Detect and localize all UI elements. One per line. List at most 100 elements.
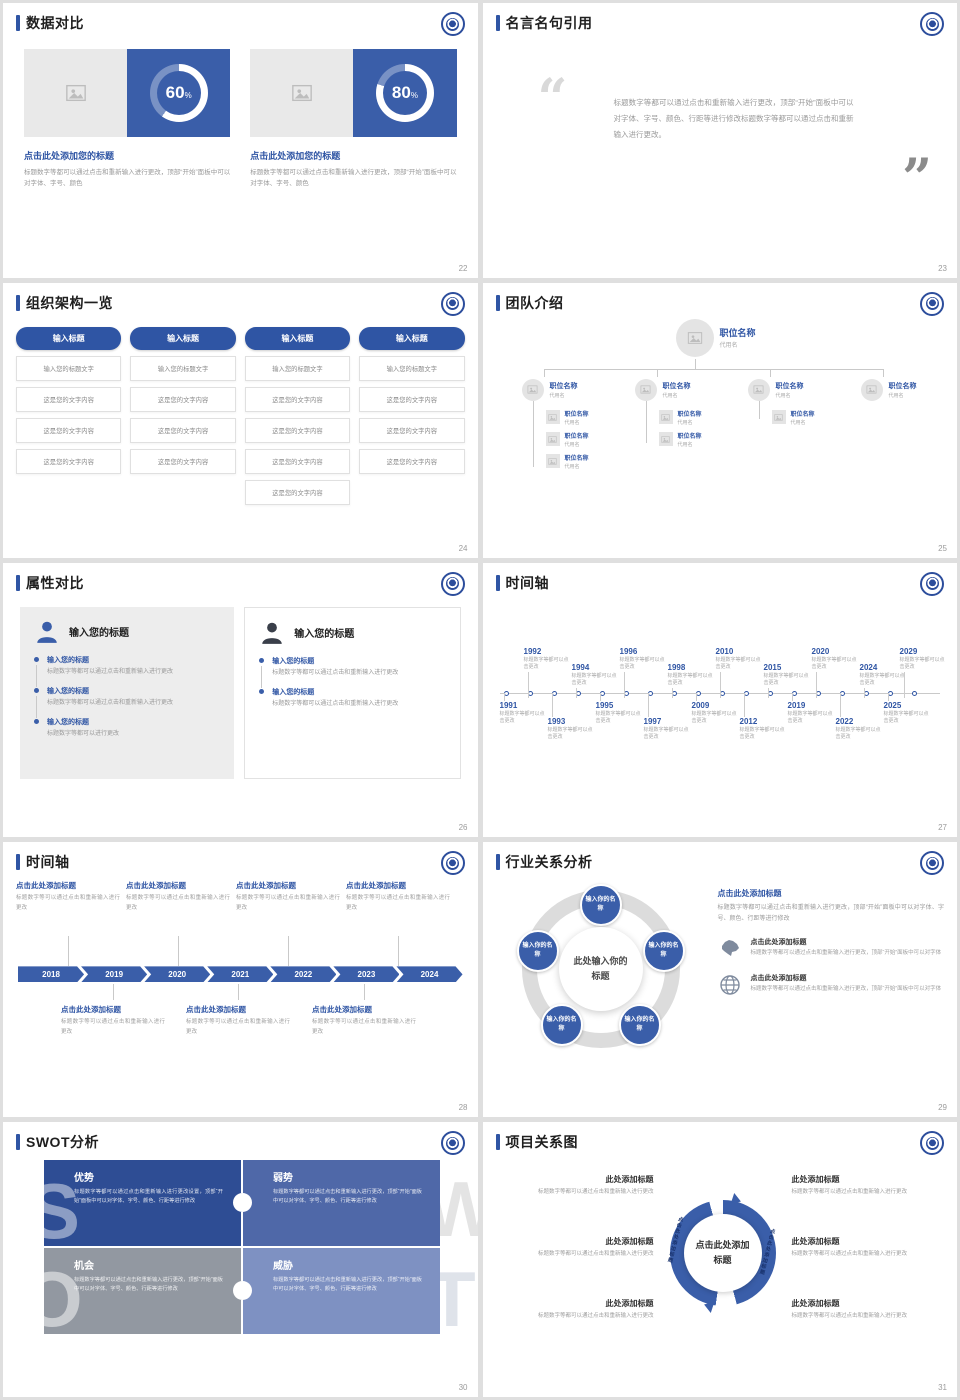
column-header: 输入标题 (359, 326, 465, 350)
item-body: 标题数字等都可以通过点击和重新输入进行更改，顶部“开始”面板中可以对字体 (750, 949, 942, 956)
relation-text-column: 点击此处添加标题 标题数字等都可以通过点击和重新输入进行更改，顶部“开始”面板中… (717, 880, 945, 1072)
slide-title: 名言名句引用 (505, 15, 593, 31)
org-columns: 输入标题 输入您的标题文字 这是您的文字内容 这是您的文字内容 这是您的文字内容… (16, 326, 465, 505)
item-title: 输入您的标题 (272, 657, 315, 665)
org-node: 职位名称代用名 (747, 378, 804, 401)
logo-badge (920, 12, 944, 36)
person-icon (34, 619, 60, 645)
card-body: 标题数字等都可以通过点击和重新输入进行更改，顶部“开始”面板中可以对字体、字号、… (24, 169, 231, 188)
card-heading: 点击此处添加您的标题 (250, 151, 341, 161)
open-quote-icon: “ (537, 68, 568, 129)
node-label: 职位名称代用名 (662, 382, 691, 399)
image-icon (866, 384, 877, 395)
year-segment: 2018 (18, 966, 84, 982)
image-icon (687, 330, 703, 346)
slide-29[interactable]: 行业关系分析 输入你的名称 输入你的名称 输入你的名称 输入你的名称 输入你的名… (482, 842, 957, 1118)
gear-petal: 输入你的名称 (516, 930, 559, 973)
item-body: 标题数字等都可以通过点击和重新输入进行更改，顶部“开始”面板中可以对字体 (750, 985, 942, 992)
donut-chart: 80% (375, 64, 434, 122)
slide-23[interactable]: 名言名句引用 “ 标题数字等都可以通过点击和重新输入进行更改，顶部“开始”面板中… (482, 3, 957, 278)
timeline-item: 输入您的标题 标题数字等都可以通过点击和重新输入进行更改 (259, 687, 445, 709)
timeline-item: 输入您的标题 标题数字等都可以进行更改 (34, 717, 220, 739)
slide-31[interactable]: 项目关系图 此处添加标题标题数字等都可以通过点击和重新输入进行更改 此处添加标题… (482, 1122, 957, 1397)
slide-header: 名言名句引用 (495, 13, 945, 33)
slide-28[interactable]: 时间轴 点击此处添加标题标题数字等可以通过点击和重新输入进行更改 点击此处添加标… (3, 842, 478, 1118)
org-column: 输入标题 输入您的标题文字 这是您的文字内容 这是您的文字内容 这是您的文字内容 (359, 326, 465, 505)
org-sub-node: 职位名称代用名 (545, 409, 589, 426)
year-segment: 2024 (396, 966, 462, 982)
image-placeholder (250, 49, 354, 137)
year-segment: 2020 (144, 966, 210, 982)
item-title: 输入您的标题 (47, 687, 89, 695)
piece-body: 标题数字等都可以通过点击和重新输入进行更改设置，顶部“开始”面板中可以对字体、字… (74, 1189, 223, 1204)
timeline-dot (911, 690, 917, 696)
slide-26[interactable]: 属性对比 输入您的标题 输入您的标题 标题数字等都可以通过点击和重新输入进行更改… (3, 562, 478, 838)
section-heading: 点击此处添加标题 (717, 889, 782, 899)
donut-value: 80% (391, 83, 418, 102)
data-cards: 60% 点击此处添加您的标题 标题数字等都可以通过点击和重新输入进行更改，顶部“… (24, 49, 457, 189)
slide-22[interactable]: 数据对比 60% 点击此处添加您的标题 标题数字等都可以通过点击和重新输入进行更… (3, 3, 478, 278)
org-node-root: 职位名称代用名 (675, 318, 756, 357)
logo-emblem (925, 17, 939, 31)
donut-chart: 60% (149, 64, 208, 122)
page-number: 26 (458, 823, 468, 833)
image-icon (548, 457, 557, 466)
icon-item: 点击此处添加标题 标题数字等都可以通过点击和重新输入进行更改，顶部“开始”面板中… (718, 937, 945, 961)
item-body: 标题数字等都可以通过点击和重新输入进行更改 (272, 669, 399, 676)
org-sub-node: 职位名称代用名 (658, 409, 702, 426)
image-icon (661, 413, 670, 422)
logo-badge (440, 851, 465, 876)
content-box: 这是您的文字内容 (359, 448, 465, 474)
node-label: 职位名称代用名 (775, 382, 804, 399)
panel-title: 输入您的标题 (69, 628, 129, 640)
relation-item: 此处添加标题标题数字等都可以通过点击和重新输入进行更改 (791, 1299, 908, 1320)
slide-30[interactable]: SWOT分析 W T 优势 标题数字等都可以通过点击和重新输入进行更改设置，顶部… (3, 1122, 478, 1397)
image-icon (548, 435, 557, 444)
avatar (771, 410, 786, 425)
title-box: 输入您的标题文字 (16, 355, 122, 381)
org-sub-node: 职位名称代用名 (771, 409, 815, 426)
circular-arrows: 点击此处添加标题 (669, 1193, 776, 1314)
item-title: 输入您的标题 (272, 688, 315, 696)
org-column: 输入标题 输入您的标题文字 这是您的文字内容 这是您的文字内容 这是您的文字内容… (244, 326, 351, 505)
image-icon (774, 413, 783, 422)
logo-emblem (446, 17, 459, 31)
content-box: 这是您的文字内容 (130, 417, 236, 443)
item-title: 输入您的标题 (47, 656, 89, 664)
slide-header: 时间轴 (495, 573, 945, 593)
content-box: 这是您的文字内容 (244, 417, 351, 443)
piece-body: 标题数字等都可以通过点击和重新输入进行更改，顶部“开始”面板中可以对字体、字号、… (273, 1277, 422, 1292)
panel-header: 输入您的标题 (259, 620, 445, 646)
arrowhead-icon (730, 1193, 748, 1210)
avatar (521, 378, 544, 401)
piece-body: 标题数字等都可以通过点击和重新输入进行更改，顶部“开始”面板中可以对字体、字号、… (273, 1189, 422, 1204)
timeline-block: 点击此处添加标题标题数字等可以通过点击和重新输入进行更改 (126, 881, 230, 911)
node-label: 职位名称代用名 (564, 455, 589, 470)
node-label: 职位名称代用名 (677, 433, 702, 448)
timeline-block: 点击此处添加标题标题数字等可以通过点击和重新输入进行更改 (236, 881, 340, 911)
logo-badge (440, 12, 465, 36)
piece-body: 标题数字等都可以通过点击和重新输入进行更改，顶部“开始”面板中可以对字体、字号、… (74, 1277, 223, 1292)
item-body: 标题数字等都可以进行更改 (47, 730, 120, 737)
title-accent-bar (495, 294, 500, 311)
column-header: 输入标题 (130, 326, 236, 350)
slide-25[interactable]: 团队介绍 职位名称代用名 职位名称代用名 职位名称代用名 (482, 282, 957, 558)
page-number: 31 (938, 1382, 947, 1392)
logo-badge (920, 851, 944, 876)
image-icon (291, 82, 313, 104)
content-box: 这是您的文字内容 (244, 479, 351, 505)
image-icon (753, 384, 764, 395)
logo-badge (920, 1131, 944, 1156)
logo-emblem (925, 577, 939, 591)
image-icon (65, 82, 87, 104)
slide-24[interactable]: 组织架构一览 输入标题 输入您的标题文字 这是您的文字内容 这是您的文字内容 这… (3, 282, 478, 558)
ring-center-label: 点击此处添加标题 (683, 1214, 762, 1293)
node-label: 职位名称代用名 (549, 382, 578, 399)
